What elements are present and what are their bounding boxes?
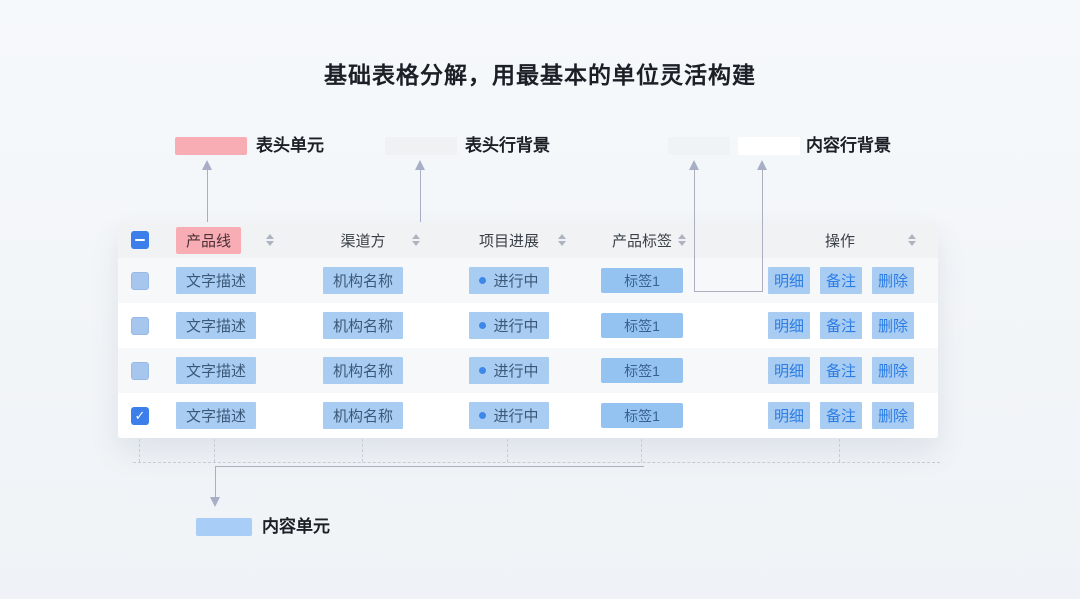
header-cell-tag[interactable]: 产品标签	[582, 222, 702, 258]
op-link-delete[interactable]: 删除	[872, 312, 915, 339]
arrow-up-icon	[689, 160, 699, 170]
op-link-delete[interactable]: 删除	[872, 267, 915, 294]
op-link-delete[interactable]: 删除	[872, 357, 915, 384]
select-all-checkbox[interactable]	[131, 231, 149, 249]
op-link-detail[interactable]: 明细	[768, 357, 811, 384]
sort-icon[interactable]	[908, 234, 916, 246]
table-row: ✓ 文字描述 机构名称 进行中 标签1 明细 备注 删除	[118, 393, 938, 438]
bracket-line-content-row-bg	[694, 291, 763, 292]
sort-icon[interactable]	[266, 234, 274, 246]
guide-dash-checkbox-col	[139, 439, 140, 462]
content-cell-status: 进行中	[469, 312, 549, 339]
tag-badge: 标签1	[601, 358, 683, 383]
legend-swatch-content-cell	[196, 518, 252, 536]
sort-icon[interactable]	[412, 234, 420, 246]
guide-dash-channel-col	[362, 439, 363, 462]
row-checkbox[interactable]	[131, 316, 149, 335]
arrow-up-icon	[757, 160, 767, 170]
sort-icon[interactable]	[678, 234, 686, 246]
content-cell-status: 进行中	[469, 267, 549, 294]
legend-swatch-header-row-bg	[385, 137, 457, 155]
content-cell-status: 进行中	[469, 402, 549, 429]
arrow-up-icon	[202, 160, 212, 170]
arrow-down-icon	[210, 497, 220, 507]
guide-dash-actions-col	[839, 439, 840, 462]
header-cell-actions[interactable]: 操作	[702, 222, 938, 258]
arrow-line-content-row-bg-1	[694, 169, 695, 291]
connector-line-horizontal	[215, 466, 644, 467]
guide-dash-horizontal	[133, 462, 940, 463]
guide-dash-tag-col	[641, 439, 642, 462]
status-dot-icon	[479, 322, 487, 329]
header-cell-channel[interactable]: 渠道方	[290, 222, 436, 258]
row-checkbox[interactable]	[131, 361, 149, 380]
guide-dash-product-col	[214, 439, 215, 462]
op-link-note[interactable]: 备注	[820, 312, 863, 339]
op-link-detail[interactable]: 明细	[768, 312, 811, 339]
op-link-detail[interactable]: 明细	[768, 402, 811, 429]
header-cell-highlight: 产品线	[176, 226, 242, 254]
content-cell-text: 文字描述	[176, 267, 257, 294]
legend-label-header-cell: 表头单元	[256, 136, 324, 155]
indeterminate-minus-icon	[135, 239, 145, 241]
legend-swatch-header-cell	[175, 137, 247, 155]
content-cell-text: 文字描述	[176, 357, 257, 384]
arrow-line-header-row-bg	[420, 169, 421, 237]
header-cell-checkbox	[118, 222, 162, 258]
status-dot-icon	[479, 367, 487, 374]
content-cell-text: 文字描述	[176, 312, 257, 339]
legend-swatch-content-row-bg-gray	[668, 137, 730, 155]
table-row: 文字描述 机构名称 进行中 标签1 明细 备注 删除	[118, 303, 938, 348]
row-checkbox-checked[interactable]: ✓	[131, 406, 149, 425]
content-cell-text: 文字描述	[176, 402, 257, 429]
legend-label-content-row-bg: 内容行背景	[806, 136, 891, 155]
tag-badge: 标签1	[601, 403, 683, 428]
connector-line-vertical	[215, 466, 216, 497]
guide-dash-progress-col	[507, 439, 508, 462]
content-cell-org: 机构名称	[322, 357, 403, 384]
row-checkbox[interactable]	[131, 271, 149, 290]
table: 产品线 渠道方 项目进展 产品标签 操作 文字描述	[118, 222, 938, 438]
op-link-note[interactable]: 备注	[820, 357, 863, 384]
content-cell-org: 机构名称	[322, 267, 403, 294]
content-cell-org: 机构名称	[322, 402, 403, 429]
status-dot-icon	[479, 412, 487, 419]
table-row: 文字描述 机构名称 进行中 标签1 明细 备注 删除	[118, 258, 938, 303]
legend-label-header-row-bg: 表头行背景	[465, 136, 550, 155]
table-header-row: 产品线 渠道方 项目进展 产品标签 操作	[118, 222, 938, 258]
status-dot-icon	[479, 277, 487, 284]
content-cell-status: 进行中	[469, 357, 549, 384]
op-link-detail[interactable]: 明细	[768, 267, 811, 294]
arrow-up-icon	[415, 160, 425, 170]
tag-badge: 标签1	[601, 268, 683, 293]
sort-icon[interactable]	[558, 234, 566, 246]
legend-swatch-content-row-bg-white	[738, 137, 800, 155]
table-row: 文字描述 机构名称 进行中 标签1 明细 备注 删除	[118, 348, 938, 393]
content-cell-org: 机构名称	[322, 312, 403, 339]
op-link-delete[interactable]: 删除	[872, 402, 915, 429]
tag-badge: 标签1	[601, 313, 683, 338]
page-title: 基础表格分解，用最基本的单位灵活构建	[324, 62, 756, 88]
header-cell-progress[interactable]: 项目进展	[436, 222, 582, 258]
arrow-line-header-cell	[207, 169, 208, 239]
op-link-note[interactable]: 备注	[820, 402, 863, 429]
arrow-line-content-row-bg-2	[762, 169, 763, 291]
header-cell-product-line[interactable]: 产品线	[162, 222, 290, 258]
legend-label-content-cell: 内容单元	[262, 517, 330, 536]
op-link-note[interactable]: 备注	[820, 267, 863, 294]
